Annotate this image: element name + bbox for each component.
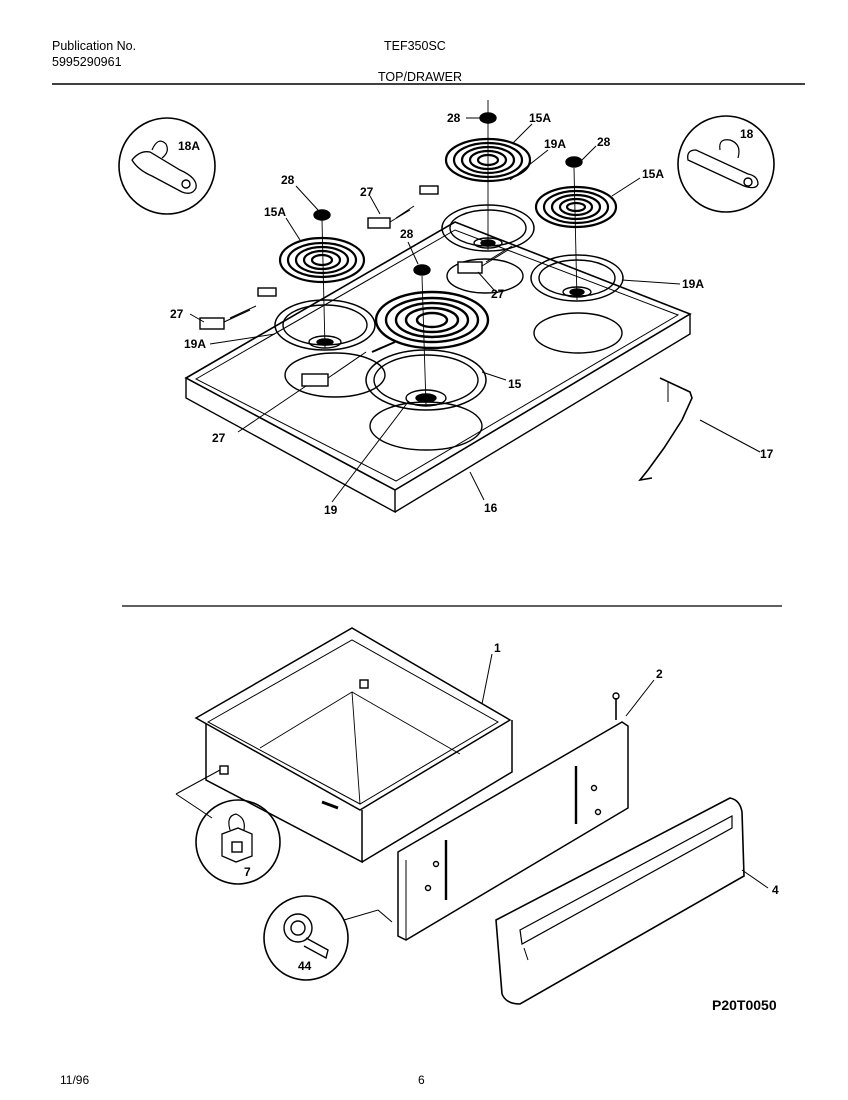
footer-date: 11/96	[60, 1073, 90, 1087]
cap-28-right	[565, 156, 583, 168]
assembly-center-lines	[321, 100, 578, 406]
drawer-left-side	[205, 724, 363, 864]
panel-hole-1	[432, 860, 440, 868]
detail-circle-18	[677, 115, 775, 213]
panel-hole-4	[594, 808, 602, 816]
callout-19: 19	[324, 503, 338, 517]
drawer-group	[175, 627, 769, 1005]
cooktop-group	[184, 100, 693, 514]
detail-circle-18a	[118, 117, 216, 215]
callout-44: 44	[298, 959, 312, 973]
drawer-slot-rear	[359, 679, 369, 689]
callout-28-left: 28	[281, 173, 295, 187]
cooktop-leader-lines	[189, 117, 761, 503]
receptacle-27-right	[457, 245, 513, 274]
page-number: 6	[418, 1073, 425, 1087]
panel-screw-head	[612, 692, 620, 700]
callout-1: 1	[494, 641, 501, 655]
coil-element-15a-left	[278, 236, 366, 284]
detail-circle-44	[263, 895, 349, 981]
drawer-slot-side	[219, 765, 229, 775]
callout-27-right: 27	[491, 287, 505, 301]
callout-7: 7	[244, 865, 251, 879]
callout-17: 17	[760, 447, 774, 461]
drawer-front-detail	[523, 947, 529, 961]
callout-15a-left: 15A	[264, 205, 286, 219]
cooktop-right-edge	[394, 314, 691, 513]
callout-18a: 18A	[178, 139, 200, 153]
callout-15a-right: 15A	[642, 167, 664, 181]
callout-15: 15	[508, 377, 522, 391]
cap-28-left	[313, 209, 331, 221]
callout-28-center: 28	[400, 227, 414, 241]
cooktop-rim	[194, 229, 680, 482]
callout-4: 4	[772, 883, 779, 897]
coil-element-15	[371, 290, 490, 353]
drawer-inner-floor	[259, 691, 361, 805]
cooktop-front-edge	[185, 378, 396, 514]
callout-18: 18	[740, 127, 754, 141]
receptacle-27-center	[301, 351, 367, 387]
callout-16: 16	[484, 501, 498, 515]
section-title: TOP/DRAWER	[378, 70, 463, 84]
drawer-leader-lines	[175, 653, 769, 923]
callout-28-rear: 28	[447, 111, 461, 125]
drawer-handle-slot	[519, 814, 733, 945]
drawer-panel-2	[397, 721, 629, 941]
cap-28-center	[413, 264, 431, 276]
drawer-front-side	[361, 720, 513, 863]
publication-number: 5995290961	[52, 55, 122, 69]
recess-rear-left	[284, 352, 386, 398]
panel-hole-2	[424, 884, 432, 892]
callout-19a-right: 19A	[682, 277, 704, 291]
panel-hole-3	[590, 784, 598, 792]
callout-2: 2	[656, 667, 663, 681]
support-rod-17	[638, 377, 693, 482]
receptacle-27-upper	[367, 185, 439, 229]
publication-label: Publication No.	[52, 39, 137, 53]
drawer-rail	[321, 800, 339, 810]
detail-circle-7	[195, 799, 281, 885]
diagram-code: P20T0050	[712, 997, 777, 1013]
callout-15a-rear: 15A	[529, 111, 551, 125]
callout-28-right: 28	[597, 135, 611, 149]
drawer-inner-rim	[206, 639, 499, 805]
recess-rear-right	[446, 258, 524, 294]
coil-element-15a-right	[534, 185, 618, 229]
drawer-front-4	[495, 797, 745, 1005]
callout-19a-rear: 19A	[544, 137, 566, 151]
recess-front-right	[533, 312, 623, 354]
callout-27-left: 27	[170, 307, 184, 321]
callout-27-front: 27	[212, 431, 226, 445]
callout-27-upper: 27	[360, 185, 374, 199]
recess-front-left	[369, 401, 483, 451]
callout-19a-left: 19A	[184, 337, 206, 351]
drawer-inner-back	[351, 691, 461, 755]
model-number: TEF350SC	[384, 39, 446, 53]
receptacle-27-left	[199, 287, 277, 330]
drawer-top-opening	[194, 627, 512, 811]
